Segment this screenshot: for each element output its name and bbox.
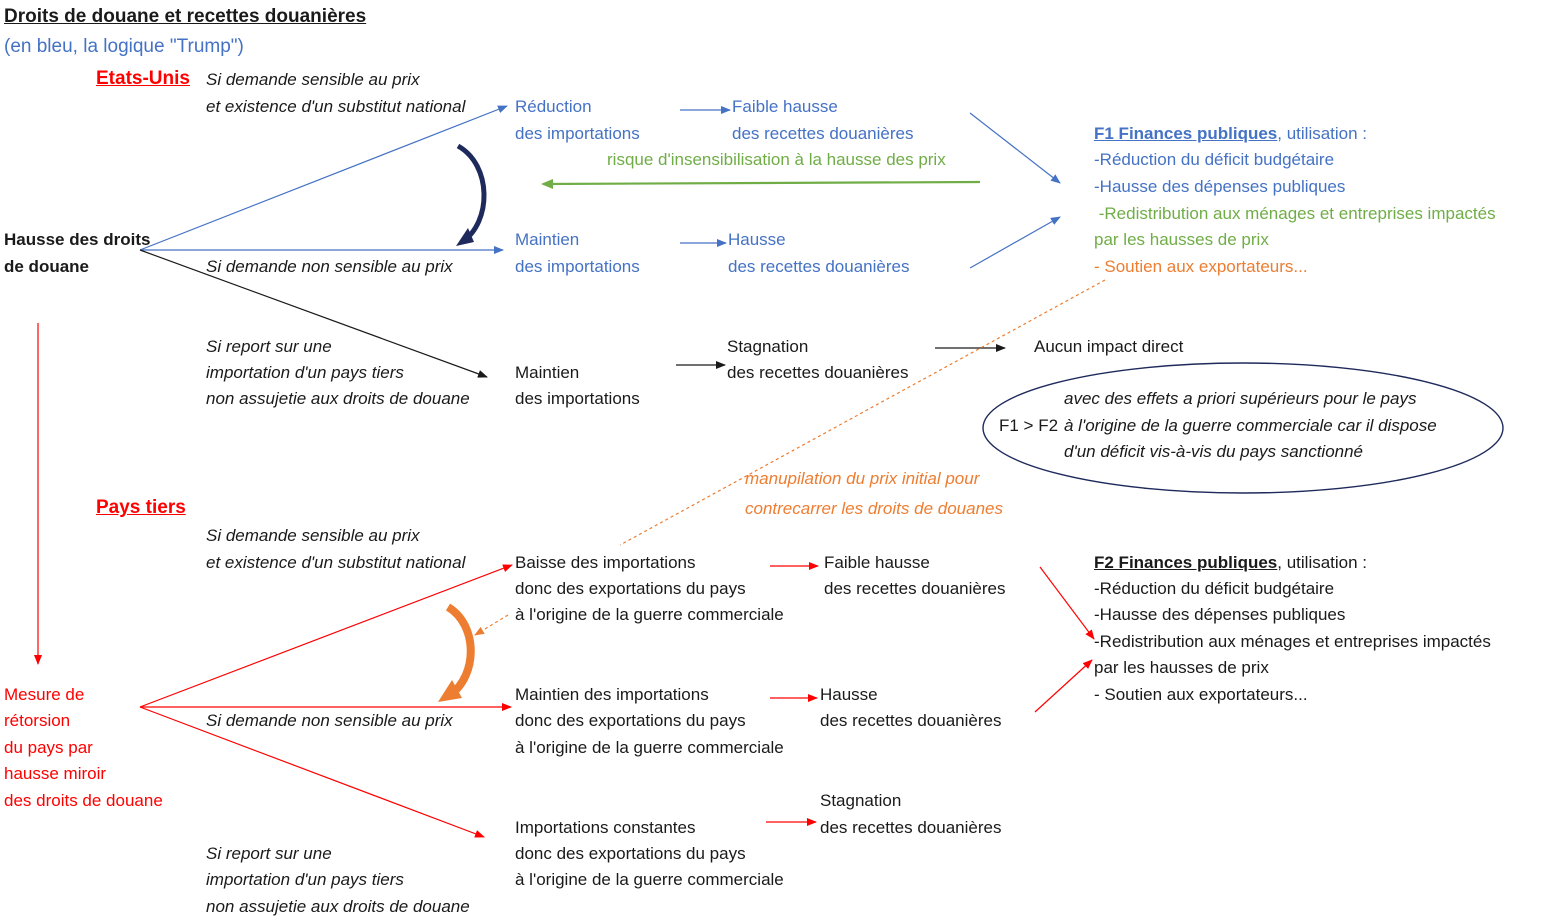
f2-item-redistribution-line-1: -Redistribution aux ménages et entrepris… bbox=[1094, 632, 1491, 651]
us-reduction-line-1: Réduction bbox=[515, 97, 592, 116]
f1-item-deficit: -Réduction du déficit budgétaire bbox=[1094, 150, 1335, 169]
us-rise-line-2: des recettes douanières bbox=[728, 257, 910, 276]
third-cond-sensitive-line-2: et existence d'un substitut national bbox=[206, 553, 466, 572]
f2-item-deficit: -Réduction du déficit budgétaire bbox=[1094, 579, 1335, 598]
third-arrow-low-rise-to-f2 bbox=[1039, 566, 1095, 640]
risk-arrow bbox=[541, 178, 981, 189]
f2-item-exporters: - Soutien aux exportateurs... bbox=[1094, 685, 1308, 704]
third-low-rise-line-2: des recettes douanières bbox=[824, 579, 1006, 598]
us-low-rise-line-2: des recettes douanières bbox=[732, 124, 914, 143]
third-decrease-line-3: à l'origine de la guerre commerciale bbox=[515, 605, 784, 624]
manipulation-line-2: contrecarrer les droits de douanes bbox=[745, 499, 1003, 518]
third-constant-line-2: donc des exportations du pays bbox=[515, 844, 746, 863]
us-start-line-1: Hausse des droits bbox=[4, 230, 151, 249]
us-cond-sensitive-line-1: Si demande sensible au prix bbox=[206, 70, 420, 89]
us-cond-third-line-1: Si report sur une bbox=[206, 337, 332, 356]
us-heading: Etats-Unis bbox=[96, 68, 190, 89]
page-subtitle: (en bleu, la logique "Trump") bbox=[4, 36, 244, 57]
us-cond-third-line-3: non assujetie aux droits de douane bbox=[206, 389, 470, 408]
third-arrow-third bbox=[139, 706, 485, 838]
orange-curved-arrowhead bbox=[438, 680, 462, 702]
us-arrow-low-rise-to-f1 bbox=[969, 112, 1061, 184]
third-cond-third-line-1: Si report sur une bbox=[206, 844, 332, 863]
third-decrease-line-1: Baisse des importations bbox=[515, 553, 696, 572]
f2-item-redistribution-line-2: par les hausses de prix bbox=[1094, 658, 1269, 677]
third-stagnation-line-1: Stagnation bbox=[820, 791, 902, 810]
third-cond-not-sensitive: Si demande non sensible au prix bbox=[206, 711, 453, 730]
ellipse-line-1: avec des effets a priori supérieurs pour… bbox=[1064, 389, 1417, 408]
us-low-rise-line-1: Faible hausse bbox=[732, 97, 838, 116]
third-decrease-line-2: donc des exportations du pays bbox=[515, 579, 746, 598]
f1-item-spending: -Hausse des dépenses publiques bbox=[1094, 177, 1346, 196]
f1-item-exporters: - Soutien aux exportateurs... bbox=[1094, 257, 1308, 276]
f2-item-spending: -Hausse des dépenses publiques bbox=[1094, 605, 1346, 624]
third-start-line-2: rétorsion bbox=[4, 711, 71, 730]
f2-title: F2 Finances publiques, utilisation : bbox=[1094, 550, 1367, 577]
us-stagnation-line-2: des recettes douanières bbox=[727, 363, 909, 382]
ellipse-line-3: d'un déficit vis-à-vis du pays sanctionn… bbox=[1064, 442, 1364, 461]
third-maintain-line-1: Maintien des importations bbox=[515, 685, 709, 704]
manipulation-dotted-arrow bbox=[474, 614, 509, 636]
third-constant-line-1: Importations constantes bbox=[515, 818, 696, 837]
manipulation-dotted-line bbox=[619, 279, 1106, 546]
us-arrow-rise-to-f1 bbox=[969, 216, 1061, 269]
third-cond-sensitive-line-1: Si demande sensible au prix bbox=[206, 526, 420, 545]
ellipse-line-2: à l'origine de la guerre commerciale car… bbox=[1064, 416, 1437, 435]
third-maintain-line-2: donc des exportations du pays bbox=[515, 711, 746, 730]
us-cond-not-sensitive: Si demande non sensible au prix bbox=[206, 257, 453, 276]
third-stagnation-line-2: des recettes douanières bbox=[820, 818, 1002, 837]
us-start-line-2: de douane bbox=[4, 257, 90, 276]
third-start-line-5: des droits de douane bbox=[4, 791, 163, 810]
comparison-ellipse bbox=[982, 362, 1504, 494]
page-title: Droits de douane et recettes douanières bbox=[4, 6, 367, 27]
us-arrow-third bbox=[139, 249, 488, 378]
third-start-line-3: du pays par bbox=[4, 738, 93, 757]
us-cond-sensitive-line-2: et existence d'un substitut national bbox=[206, 97, 466, 116]
f2-label: F2 Finances publiques bbox=[1094, 553, 1278, 572]
third-cond-third-line-2: importation d'un pays tiers bbox=[206, 870, 404, 889]
third-low-rise-line-1: Faible hausse bbox=[824, 553, 930, 572]
f1-item-redistribution-line-2: par les hausses de prix bbox=[1094, 230, 1269, 249]
third-start-line-1: Mesure de bbox=[4, 685, 85, 704]
f1-suffix: , utilisation : bbox=[1277, 124, 1368, 143]
us-arrow-sensitive bbox=[139, 105, 508, 251]
us-maintain-line-1: Maintien bbox=[515, 230, 580, 249]
us-no-impact: Aucun impact direct bbox=[1034, 337, 1184, 356]
us-maintain-third-line-1: Maintien bbox=[515, 363, 580, 382]
manipulation-line-1: manupilation du prix initial pour bbox=[745, 469, 980, 488]
f1-item-redistribution-line-1: -Redistribution aux ménages et entrepris… bbox=[1094, 204, 1496, 223]
third-start-line-4: hausse miroir bbox=[4, 764, 107, 783]
third-heading: Pays tiers bbox=[96, 497, 186, 518]
us-maintain-third-line-2: des importations bbox=[515, 389, 640, 408]
us-maintain-line-2: des importations bbox=[515, 257, 640, 276]
orange-curved-arrow bbox=[445, 603, 475, 699]
ellipse-compare: F1 > F2 bbox=[999, 416, 1059, 435]
f2-suffix: , utilisation : bbox=[1277, 553, 1368, 572]
third-arrow-rise-to-f2 bbox=[1034, 659, 1093, 713]
f1-label: F1 Finances publiques bbox=[1094, 124, 1278, 143]
us-stagnation-line-1: Stagnation bbox=[727, 337, 809, 356]
third-rise-line-1: Hausse bbox=[820, 685, 878, 704]
third-cond-third-line-3: non assujetie aux droits de douane bbox=[206, 897, 470, 916]
third-rise-line-2: des recettes douanières bbox=[820, 711, 1002, 730]
third-maintain-line-3: à l'origine de la guerre commerciale bbox=[515, 738, 784, 757]
third-constant-line-3: à l'origine de la guerre commerciale bbox=[515, 870, 784, 889]
us-rise-line-1: Hausse bbox=[728, 230, 786, 249]
us-cond-third-line-2: importation d'un pays tiers bbox=[206, 363, 404, 382]
f1-title: F1 Finances publiques, utilisation : bbox=[1094, 121, 1367, 148]
us-reduction-line-2: des importations bbox=[515, 124, 640, 143]
navy-curved-arrowhead bbox=[456, 228, 474, 246]
third-arrow-sensitive bbox=[139, 564, 513, 708]
us-risk-label: risque d'insensibilisation à la hausse d… bbox=[607, 150, 946, 169]
navy-curved-arrow bbox=[456, 143, 487, 245]
